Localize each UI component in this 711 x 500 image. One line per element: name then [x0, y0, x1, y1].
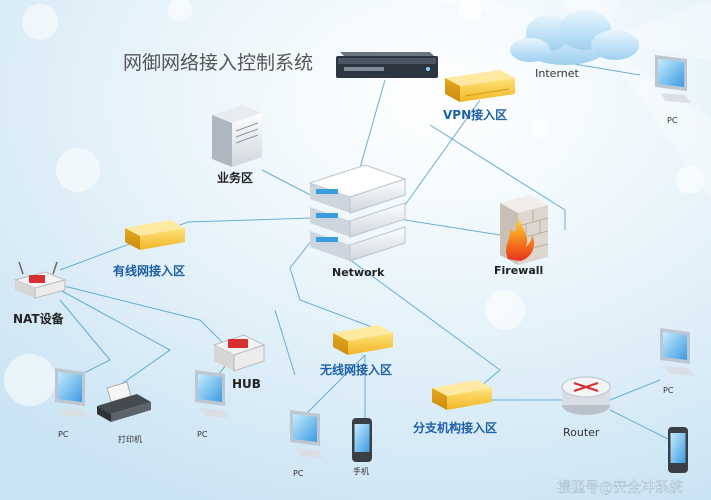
network-label: Network [332, 266, 385, 279]
mobile-phone-icon [352, 418, 372, 462]
pc-wireless-label: PC [293, 469, 304, 478]
hub-label: HUB [232, 377, 261, 391]
computer-icon [660, 328, 694, 376]
pc-left-label: PC [58, 430, 69, 439]
vpn-zone-switch [445, 70, 515, 102]
internet-label: Internet [535, 67, 579, 80]
wireless-zone-switch [333, 325, 393, 355]
router-icon [561, 376, 611, 415]
pc-hub-label: PC [197, 430, 208, 439]
vpn-zone-label: VPN接入区 [443, 107, 507, 122]
rack-appliance-icon [336, 52, 438, 78]
nat-device-icon [13, 261, 67, 299]
cloud-icon [510, 10, 639, 65]
printer-icon [97, 381, 151, 422]
computer-icon [290, 410, 324, 458]
nat-device-label: NAT设备 [13, 311, 65, 326]
computer-icon [195, 370, 229, 418]
background-bubbles [4, 0, 704, 406]
phone-wireless-label: 手机 [353, 466, 369, 476]
pc-router-label: PC [663, 386, 674, 395]
router-label: Router [563, 426, 600, 439]
branch-zone-label: 分支机构接入区 [413, 420, 497, 435]
firewall-icon [500, 195, 549, 265]
wireless-zone-label: 无线网接入区 [319, 362, 392, 377]
watermark: 搜狐号@安全冲系统 [557, 479, 683, 496]
mobile-phone-icon [668, 427, 688, 473]
server-tower-icon [212, 105, 262, 167]
branch-zone-switch [432, 380, 492, 410]
diagram-title: 网御网络接入控制系统 [123, 52, 313, 74]
computer-icon [55, 368, 89, 418]
wired-zone-label: 有线网接入区 [113, 263, 185, 278]
switch-icon [212, 334, 266, 372]
firewall-label: Firewall [494, 264, 543, 277]
business-zone-label: 业务区 [217, 170, 253, 185]
pc-internet-label: PC [667, 116, 678, 125]
computer-icon [655, 55, 691, 103]
wired-zone-switch [125, 220, 185, 250]
printer-label: 打印机 [118, 434, 142, 444]
server-stack-icon [308, 164, 407, 262]
